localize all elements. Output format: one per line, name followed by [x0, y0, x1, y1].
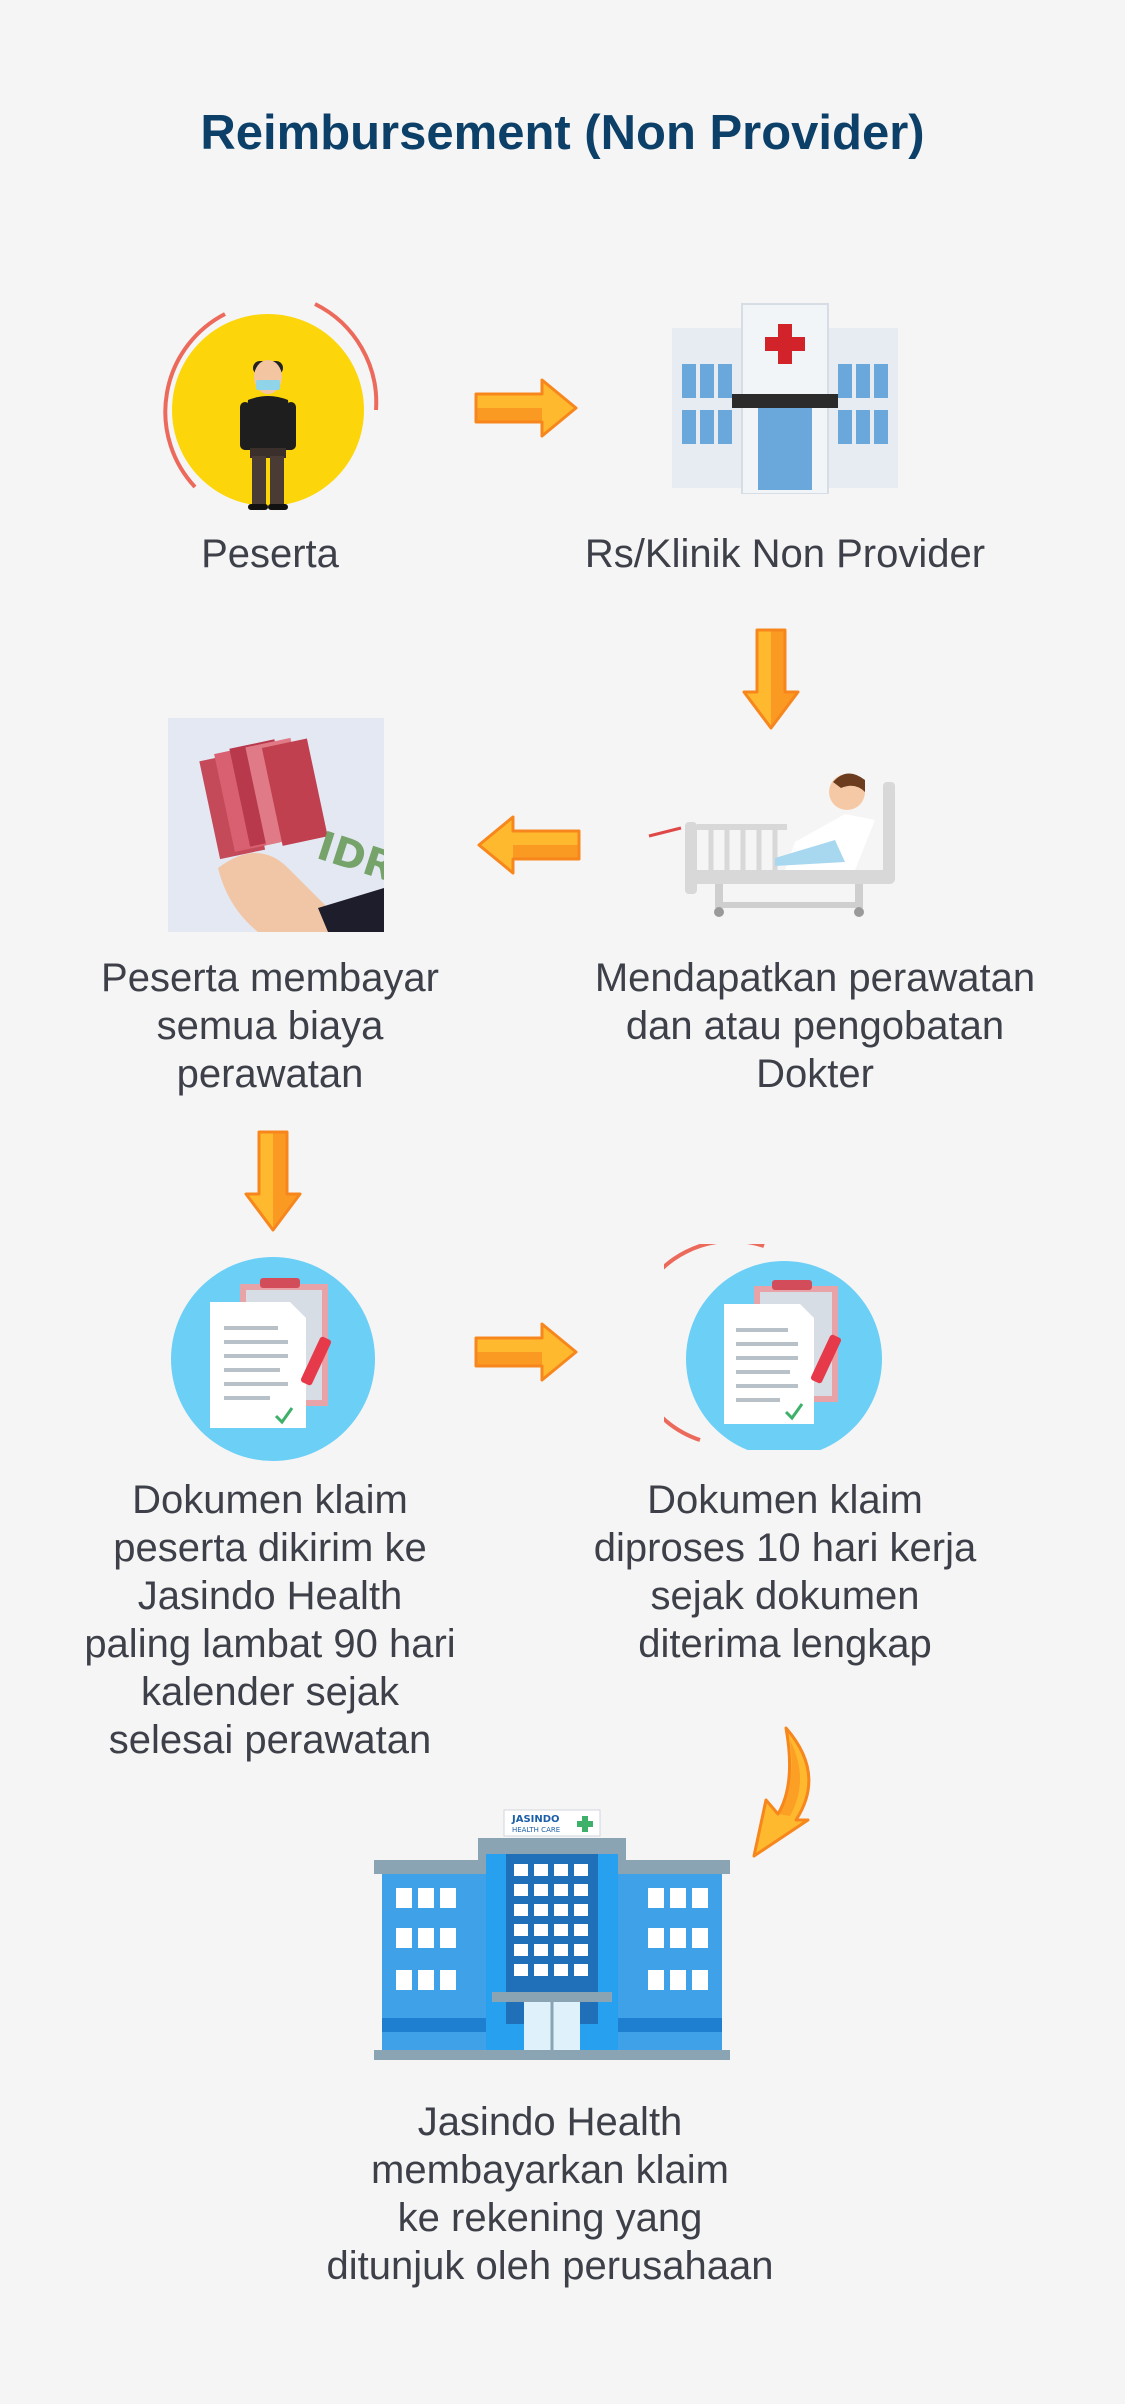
label-line: sejak dokumen — [650, 1574, 920, 1618]
step-label-membayarkan-klaim: Jasindo Health membayarkan klaim ke reke… — [262, 2098, 838, 2290]
label-line: Dokter — [756, 1052, 874, 1096]
arrow-right-icon — [472, 378, 582, 438]
label-line: semua biaya — [156, 1004, 384, 1048]
step-label-peserta: Peserta — [201, 532, 339, 576]
sign-line1: JASINDO — [511, 1814, 560, 1825]
document-icon — [170, 1256, 376, 1462]
curved-arrow-icon — [746, 1724, 820, 1860]
label-line: diterima lengkap — [638, 1622, 932, 1666]
money-icon: IDR — [168, 718, 401, 932]
label-line: membayarkan klaim — [371, 2148, 729, 2192]
patient-bed-icon — [645, 762, 900, 922]
page-title: Reimbursement (Non Provider) — [200, 106, 925, 160]
label-line: diproses 10 hari kerja — [593, 1526, 977, 1570]
arrow-down-icon — [242, 1128, 304, 1234]
person-icon — [150, 292, 390, 512]
label-line: Peserta membayar — [101, 956, 439, 1000]
label-line: selesai perawatan — [108, 1718, 432, 1762]
arrow-down-icon — [740, 626, 802, 732]
step-label-perawatan: Mendapatkan perawatan dan atau pengobata… — [560, 954, 1070, 1098]
document-processing-icon — [627, 1238, 890, 1457]
label-line: Jasindo Health — [137, 1574, 403, 1618]
sign-line2: HEALTH CARE — [512, 1826, 560, 1834]
label-line: peserta dikirim ke — [113, 1526, 427, 1570]
label-line: ditunjuk oleh perusahaan — [326, 2244, 774, 2288]
label-line: perawatan — [176, 1052, 364, 1096]
label-line: kalender sejak — [141, 1670, 399, 1714]
arrow-right-icon — [472, 1322, 582, 1382]
label-line: dan atau pengobatan — [625, 1004, 1005, 1048]
step-label-non-provider: Rs/Klinik Non Provider — [584, 532, 986, 576]
hospital-icon — [672, 302, 898, 495]
label-line: Mendapatkan perawatan — [594, 956, 1036, 1000]
arrow-left-icon — [473, 815, 583, 875]
step-label-dokumen-dikirim: Dokumen klaim peserta dikirim ke Jasindo… — [40, 1476, 500, 1764]
label-line: paling lambat 90 hari — [84, 1622, 456, 1666]
step-label-dokumen-diproses: Dokumen klaim diproses 10 hari kerja sej… — [560, 1476, 1010, 1668]
step-label-membayar: Peserta membayar semua biaya perawatan — [60, 954, 480, 1098]
label-line: Dokumen klaim — [132, 1478, 408, 1522]
office-building-icon: JASINDO HEALTH CARE — [374, 1808, 730, 2060]
label-line: Jasindo Health — [417, 2100, 683, 2144]
label-line: Dokumen klaim — [647, 1478, 923, 1522]
label-line: ke rekening yang — [397, 2196, 703, 2240]
